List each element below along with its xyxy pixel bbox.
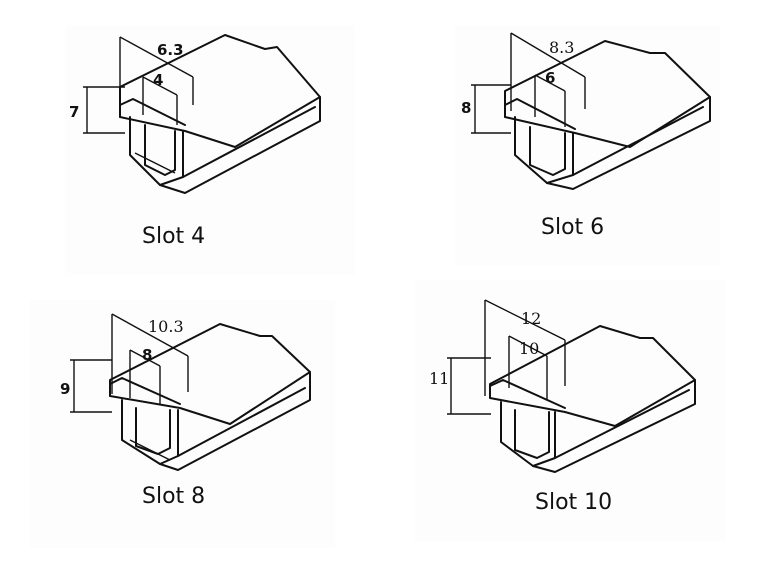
profile-drawing-slot-4: 6.3 4 7 — [69, 34, 321, 194]
height-label: 8 — [461, 99, 471, 117]
dimension-lines — [471, 32, 586, 134]
dimension-lines — [447, 299, 566, 415]
profile-panel-slot-6: 8.3 6 8 Slot 6 — [455, 25, 720, 265]
profile-outline — [109, 323, 311, 471]
profile-drawing-slot-10: 12 10 11 — [429, 299, 696, 473]
profile-drawing-slot-8: 10.3 8 9 — [60, 313, 311, 471]
height-label: 7 — [69, 103, 79, 121]
profile-panel-slot-4: 6.3 4 7 Slot 4 — [65, 25, 355, 275]
profile-caption: Slot 10 — [535, 490, 613, 515]
profile-outline — [504, 40, 711, 190]
slot-width-label: 8 — [142, 346, 152, 364]
dimension-lines — [83, 36, 194, 134]
profile-caption: Slot 6 — [541, 215, 605, 240]
slot-width-label: 4 — [153, 71, 163, 89]
height-label: 11 — [429, 369, 449, 388]
dimension-lines — [70, 313, 189, 413]
profile-caption: Slot 4 — [142, 224, 206, 249]
outer-width-label: 10.3 — [148, 317, 184, 336]
profile-outline — [119, 34, 321, 194]
slot-width-label: 6 — [545, 69, 555, 87]
profile-panel-slot-8: 10.3 8 9 Slot 8 — [30, 300, 335, 548]
profile-outline — [489, 325, 696, 473]
outer-width-label: 8.3 — [549, 38, 574, 57]
profile-drawing-slot-6: 8.3 6 8 — [461, 32, 711, 190]
outer-width-label: 6.3 — [157, 41, 184, 59]
height-label: 9 — [60, 380, 70, 398]
outer-width-label: 12 — [521, 309, 541, 328]
profile-caption: Slot 8 — [142, 484, 206, 509]
slot-width-label: 10 — [519, 339, 539, 358]
profile-panel-slot-10: 12 10 11 Slot 10 — [415, 280, 725, 542]
